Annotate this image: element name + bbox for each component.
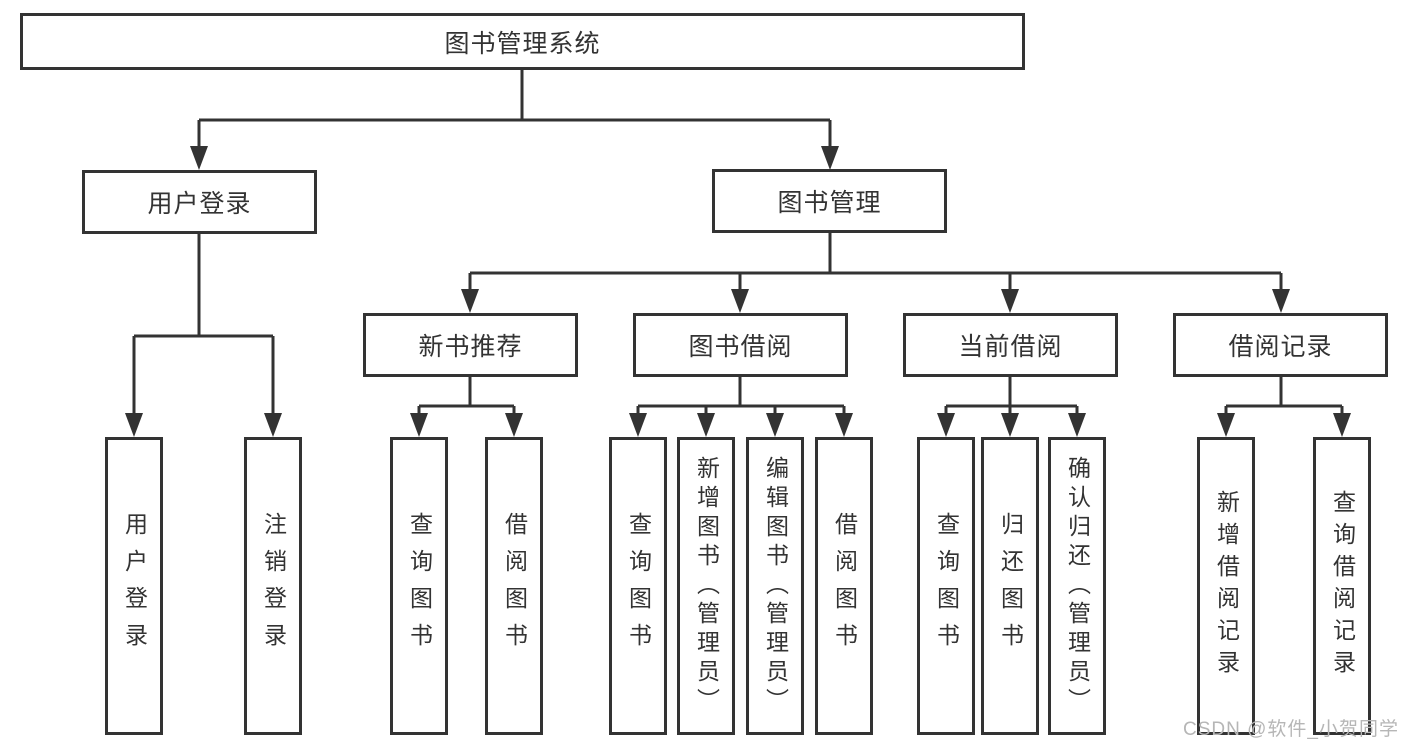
arrowhead-icon xyxy=(835,413,853,437)
leaf-add-borrow-record-label: 新增借阅记录 xyxy=(1213,490,1240,682)
arrowhead-icon xyxy=(461,289,479,313)
node-book-borrowing-label: 图书借阅 xyxy=(688,333,793,361)
leaf-borrow-books-1-label: 借阅图书 xyxy=(501,512,528,660)
leaf-query-borrow-record-label: 查询借阅记录 xyxy=(1329,490,1356,682)
leaf-user-login: 用户登录 xyxy=(105,437,163,735)
node-book-management: 图书管理 xyxy=(712,169,947,233)
arrowhead-icon xyxy=(190,146,208,170)
leaf-add-borrow-record: 新增借阅记录 xyxy=(1197,437,1255,735)
leaf-return-book: 归还图书 xyxy=(981,437,1039,735)
arrowhead-icon xyxy=(731,289,749,313)
leaf-add-book-admin-label: 新增图书（管理员） xyxy=(693,455,720,717)
node-user-login: 用户登录 xyxy=(82,170,317,234)
arrowhead-icon xyxy=(937,413,955,437)
node-book-borrowing: 图书借阅 xyxy=(633,313,848,377)
node-library-system: 图书管理系统 xyxy=(20,13,1025,70)
leaf-logout-label: 注销登录 xyxy=(260,512,287,660)
leaf-query-borrow-record: 查询借阅记录 xyxy=(1313,437,1371,735)
leaf-borrow-books-2-label: 借阅图书 xyxy=(831,512,858,660)
arrowhead-icon xyxy=(1333,413,1351,437)
leaf-edit-book-admin: 编辑图书（管理员） xyxy=(746,437,804,735)
watermark: CSDN @软件_小贺同学 xyxy=(1183,719,1399,740)
arrowhead-icon xyxy=(766,413,784,437)
arrowhead-icon xyxy=(697,413,715,437)
leaf-logout: 注销登录 xyxy=(244,437,302,735)
node-library-system-label: 图书管理系统 xyxy=(444,29,601,58)
leaf-borrow-books-1: 借阅图书 xyxy=(485,437,543,735)
leaf-edit-book-admin-label: 编辑图书（管理员） xyxy=(762,455,789,717)
arrowhead-icon xyxy=(125,413,143,437)
arrowhead-icon xyxy=(1272,289,1290,313)
node-current-borrowing-label: 当前借阅 xyxy=(958,333,1063,361)
arrowhead-icon xyxy=(1001,413,1019,437)
arrowhead-icon xyxy=(1217,413,1235,437)
leaf-confirm-return-admin: 确认归还（管理员） xyxy=(1048,437,1106,735)
arrowhead-icon xyxy=(821,146,839,170)
node-current-borrowing: 当前借阅 xyxy=(903,313,1118,377)
leaf-add-book-admin: 新增图书（管理员） xyxy=(677,437,735,735)
leaf-confirm-return-admin-label: 确认归还（管理员） xyxy=(1064,455,1091,717)
leaf-borrow-books-2: 借阅图书 xyxy=(815,437,873,735)
arrowhead-icon xyxy=(264,413,282,437)
leaf-query-books-2: 查询图书 xyxy=(609,437,667,735)
node-new-book-recommend-label: 新书推荐 xyxy=(418,333,523,361)
node-new-book-recommend: 新书推荐 xyxy=(363,313,578,377)
node-borrow-records: 借阅记录 xyxy=(1173,313,1388,377)
leaf-query-books-2-label: 查询图书 xyxy=(625,512,652,660)
arrowhead-icon xyxy=(1068,413,1086,437)
node-borrow-records-label: 借阅记录 xyxy=(1228,333,1333,361)
arrowhead-icon xyxy=(629,413,647,437)
arrowhead-icon xyxy=(1001,289,1019,313)
leaf-return-book-label: 归还图书 xyxy=(997,512,1024,660)
leaf-query-books-1: 查询图书 xyxy=(390,437,448,735)
node-user-login-label: 用户登录 xyxy=(147,190,252,218)
arrowhead-icon xyxy=(505,413,523,437)
node-book-management-label: 图书管理 xyxy=(777,189,882,217)
leaf-query-books-1-label: 查询图书 xyxy=(406,512,433,660)
leaf-query-books-3: 查询图书 xyxy=(917,437,975,735)
arrowhead-icon xyxy=(410,413,428,437)
leaf-query-books-3-label: 查询图书 xyxy=(933,512,960,660)
leaf-user-login-label: 用户登录 xyxy=(121,512,148,660)
